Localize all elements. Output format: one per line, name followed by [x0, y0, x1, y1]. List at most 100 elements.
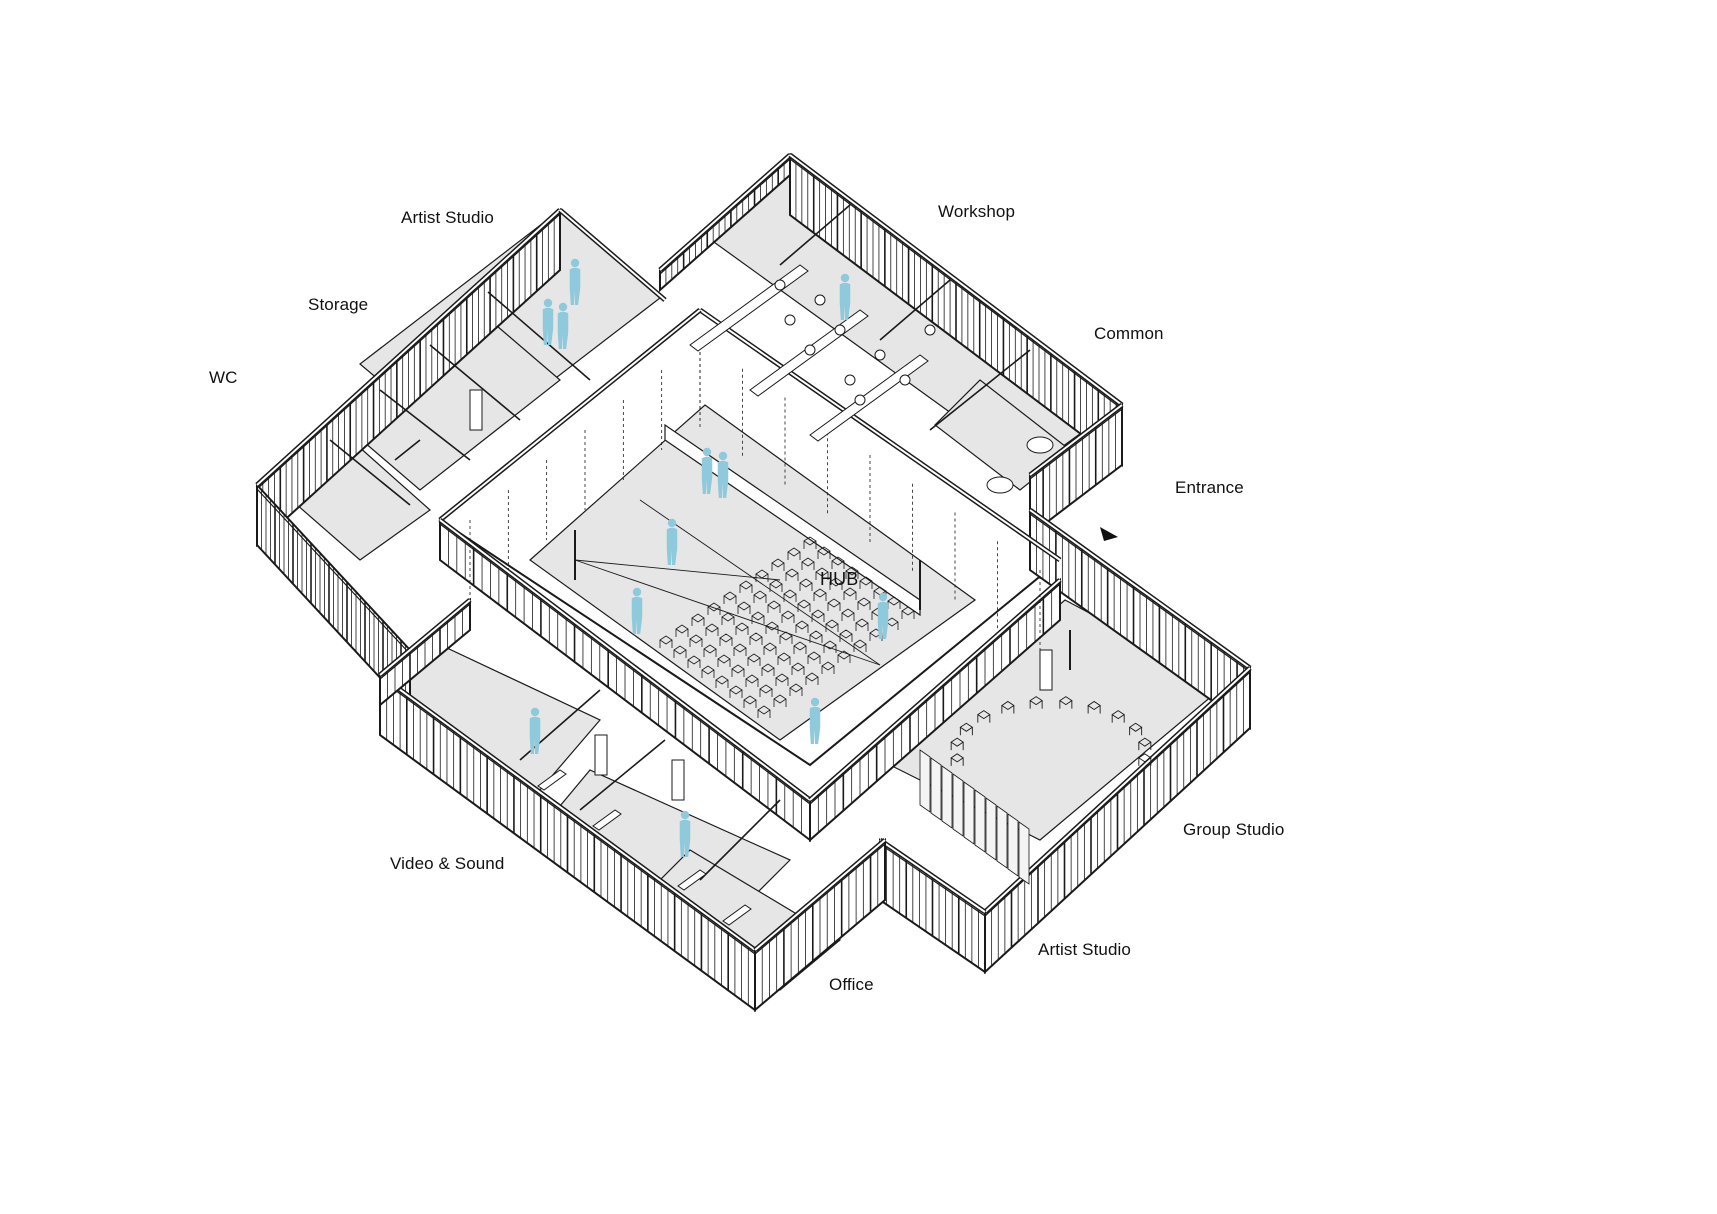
partition-workshop-common: [929, 349, 1031, 431]
chair-icon: [950, 753, 964, 766]
chair-icon: [675, 624, 689, 637]
workshop-stool: [854, 394, 866, 406]
roofline-nw-wing-core: [256, 209, 561, 486]
person-head: [530, 707, 540, 717]
person-head: [878, 592, 888, 602]
folding-screen-panel: [974, 789, 986, 853]
chair-icon: [787, 547, 801, 560]
chair-icon: [821, 661, 835, 674]
person-figure-icon: [679, 810, 691, 857]
chair-icon: [857, 597, 871, 610]
person-head: [570, 258, 580, 268]
chair-icon: [799, 578, 813, 591]
chair-icon: [737, 601, 751, 614]
folding-screen-panel: [996, 805, 1008, 869]
chair-icon: [785, 568, 799, 581]
facade-artist-studio-bottom: [879, 838, 986, 974]
chair-icon: [1001, 700, 1015, 714]
chair-icon: [815, 567, 829, 580]
workshop-stool: [804, 344, 816, 356]
chair-icon: [789, 683, 803, 696]
person-head: [702, 447, 712, 457]
chair-icon: [853, 639, 867, 652]
person-body: [557, 311, 569, 349]
chair-icon: [659, 635, 673, 648]
chair-icon: [775, 673, 789, 686]
chair-icon: [843, 587, 857, 600]
chair-icon: [813, 588, 827, 601]
facade-wc-front: [256, 482, 411, 713]
chair-icon: [721, 612, 735, 625]
roofline-workshop-nw-core: [659, 154, 791, 271]
chair-icon: [901, 606, 915, 619]
door: [469, 389, 483, 431]
chair-icon: [839, 629, 853, 642]
chair-icon: [755, 569, 769, 582]
hub-parapet-sw-core: [439, 519, 811, 801]
chair-icon: [1087, 700, 1101, 714]
chair-icon: [977, 710, 991, 723]
workshop-stool: [834, 324, 846, 336]
chair-icon: [751, 611, 765, 624]
chair-icon: [781, 610, 795, 623]
chair-icon: [763, 642, 777, 655]
label-video-sound: Video & Sound: [390, 854, 505, 873]
person-head: [680, 810, 690, 820]
chair-icon: [827, 598, 841, 611]
wall-layer: [255, 152, 1252, 1013]
label-artist-studio-bottom: Artist Studio: [1038, 940, 1131, 959]
chair-icon: [811, 609, 825, 622]
furniture-layer: [469, 264, 1152, 926]
chair-icon: [715, 675, 729, 688]
chair-icon: [1128, 722, 1143, 736]
workshop-stool: [784, 314, 796, 326]
label-office: Office: [829, 975, 874, 994]
person-figure-icon: [877, 592, 889, 639]
chair-icon: [777, 652, 791, 665]
label-group-studio: Group Studio: [1183, 820, 1285, 839]
chair-icon: [707, 602, 721, 615]
person-figure-icon: [542, 298, 554, 345]
facade-nw-wing: [256, 207, 561, 548]
label-entrance: Entrance: [1175, 478, 1244, 497]
chair-icon: [747, 653, 761, 666]
chair-icon: [803, 536, 817, 549]
chair-icon: [731, 664, 745, 677]
chair-icon: [767, 600, 781, 613]
chair-icon: [831, 556, 845, 569]
chair-icon: [837, 650, 851, 663]
chair-icon: [733, 643, 747, 656]
person-figure-icon: [666, 518, 678, 565]
hub-parapet-se-core: [809, 579, 1061, 801]
person-figure-icon: [631, 587, 643, 634]
floor-hub-inner: [529, 404, 977, 741]
roofline-common-end-core: [1029, 404, 1123, 476]
door: [1039, 649, 1053, 691]
workshop-stool: [899, 374, 911, 386]
partition-wc-1: [379, 389, 471, 461]
person-body: [877, 601, 889, 639]
floor-common: [934, 379, 1071, 491]
chair-icon: [745, 674, 759, 687]
folding-screen-panel: [919, 749, 931, 813]
chair-icon: [1138, 753, 1152, 766]
workshop-stool: [844, 374, 856, 386]
partition-wc-2: [329, 439, 411, 506]
hub-parapet-ne-core: [699, 309, 1061, 561]
chair-icon: [795, 620, 809, 633]
chair-icon: [825, 619, 839, 632]
workshop-table: [809, 354, 929, 442]
label-storage: Storage: [308, 295, 369, 314]
chair-icon: [793, 641, 807, 654]
partition-video-2: [579, 739, 666, 811]
chair-icon: [807, 651, 821, 664]
desk: [592, 809, 622, 831]
roofline-office-end-core: [754, 839, 886, 951]
roofline-entrance-core: [1029, 509, 1251, 669]
person-figure-icon: [701, 447, 713, 494]
workshop-stool: [774, 279, 786, 291]
chair-icon: [689, 634, 703, 647]
person-body: [631, 596, 643, 634]
